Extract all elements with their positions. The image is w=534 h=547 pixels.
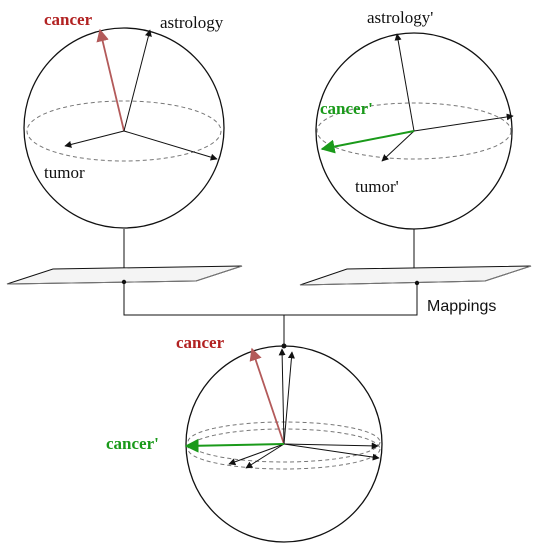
left-tumor-vector [64,130,125,148]
right-tumor-vector [381,130,415,162]
bottom-tumor-vector-1 [228,443,285,466]
bottom-up-vector-2 [283,351,295,445]
bottom-cancer-prime-label: cancer' [106,434,159,453]
left-axis-vector [123,130,218,161]
right-astrology-vector [394,33,415,132]
left-equator [26,100,222,162]
left-cancer-label: cancer [44,10,93,29]
right-sphere: astrology' cancer' tumor' [315,8,514,230]
left-astrology-vector [123,29,152,132]
bottom-tumor-vector-2 [245,443,285,469]
right-cancer-vector [320,130,415,154]
mappings: Mappings [6,229,532,345]
left-cancer-vector [96,28,125,132]
bottom-cancer-label: cancer [176,333,225,352]
bottom-up-vector-1 [278,348,286,445]
right-axis-vector [413,113,514,132]
left-sphere: cancer astrology tumor [23,10,225,229]
bottom-top-node [281,343,287,349]
bottom-cancer-prime-vector [184,438,285,453]
right-astrology-label: astrology' [367,8,433,27]
left-tumor-label: tumor [44,163,85,182]
left-plane-edge-shadow [6,265,243,285]
bottom-right-vector-2 [283,443,380,461]
left-sphere-outline [23,27,225,229]
right-tumor-label: tumor' [355,177,399,196]
bottom-cancer-vector [249,347,285,445]
mapping-connector [123,282,418,316]
mappings-label: Mappings [427,298,496,315]
bottom-right-vector-1 [283,442,379,450]
right-cancer-label: cancer' [320,99,373,118]
right-plane-edge-shadow [299,265,532,286]
bottom-sphere: cancer cancer' [106,333,383,543]
left-astrology-label: astrology [160,13,224,32]
right-equator [316,102,512,160]
